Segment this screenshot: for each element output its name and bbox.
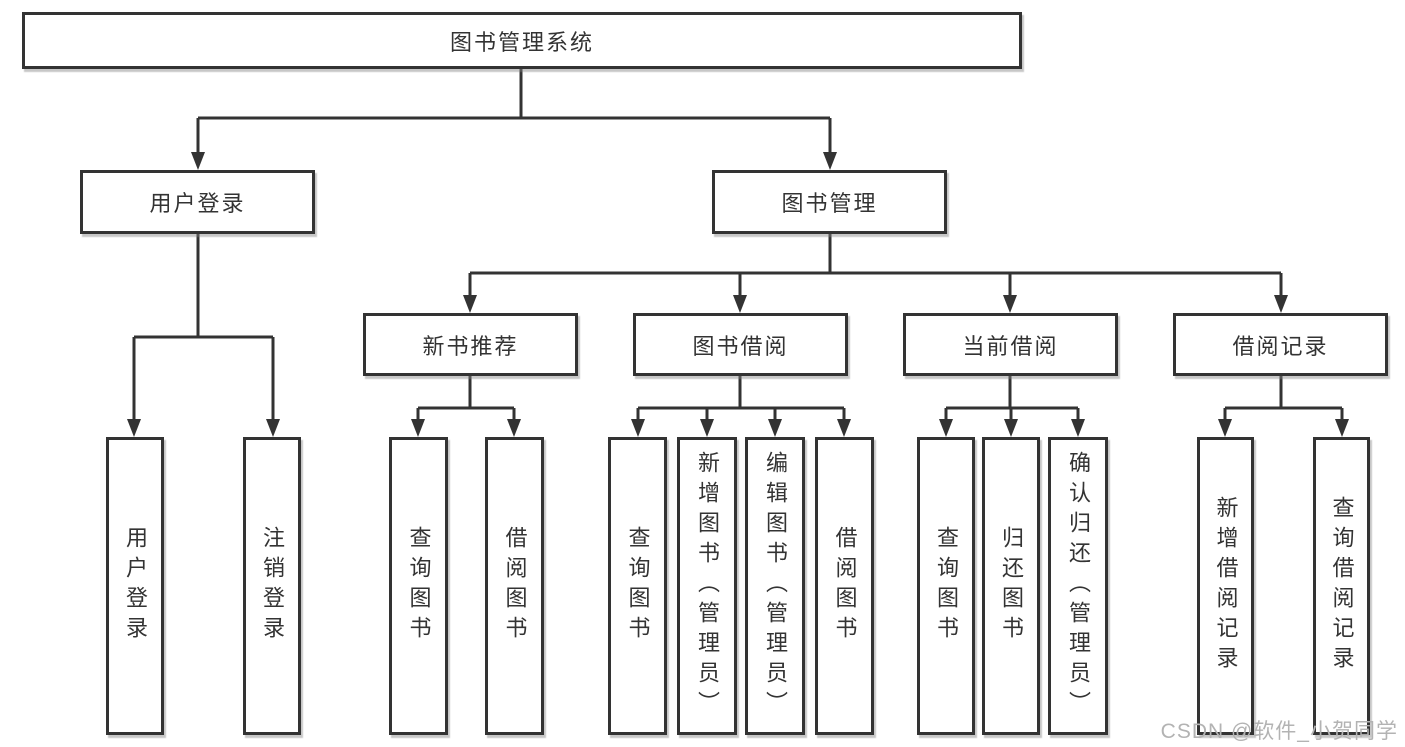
leaf-confirm-return-admin: 确认归还（管理员） (1048, 437, 1108, 735)
arrow-icon (411, 419, 425, 437)
leaf-confirm-return-admin-label: 确认归还（管理员） (1066, 451, 1091, 721)
leaf-query-books-recommend: 查询图书 (389, 437, 448, 735)
arrow-icon (837, 419, 851, 437)
leaf-add-borrow-record: 新增借阅记录 (1197, 437, 1254, 735)
arrow-icon (1003, 295, 1017, 313)
leaf-logout: 注销登录 (243, 437, 301, 735)
node-user-login: 用户登录 (80, 170, 315, 234)
leaf-query-books-borrow-label: 查询图书 (625, 526, 651, 646)
leaf-add-borrow-record-label: 新增借阅记录 (1213, 496, 1239, 676)
arrow-icon (733, 295, 747, 313)
leaf-return-books: 归还图书 (982, 437, 1040, 735)
leaf-borrow-books: 借阅图书 (815, 437, 874, 735)
leaf-borrow-books-label: 借阅图书 (832, 526, 858, 646)
arrow-icon (939, 419, 953, 437)
arrow-icon (1335, 419, 1349, 437)
arrow-icon (631, 419, 645, 437)
node-book-management-label: 图书管理 (781, 191, 878, 216)
leaf-borrow-books-recommend: 借阅图书 (485, 437, 544, 735)
node-borrow-records-label: 借阅记录 (1232, 333, 1329, 359)
node-book-borrow: 图书借阅 (633, 313, 848, 376)
node-borrow-records: 借阅记录 (1173, 313, 1388, 376)
leaf-query-books-borrow: 查询图书 (608, 437, 667, 735)
arrow-icon (463, 295, 477, 313)
arrow-icon (266, 419, 280, 437)
leaf-logout-label: 注销登录 (260, 526, 285, 646)
arrow-icon (507, 419, 521, 437)
leaf-edit-book-admin-label: 编辑图书（管理员） (763, 451, 788, 721)
arrow-icon (127, 419, 141, 437)
node-book-borrow-label: 图书借阅 (692, 333, 789, 359)
node-root: 图书管理系统 (22, 12, 1022, 69)
leaf-add-book-admin-label: 新增图书（管理员） (695, 451, 720, 721)
leaf-query-borrow-record-label: 查询借阅记录 (1329, 496, 1355, 676)
leaf-query-borrow-record: 查询借阅记录 (1313, 437, 1370, 735)
node-current-borrow: 当前借阅 (903, 313, 1118, 376)
leaf-borrow-books-recommend-label: 借阅图书 (502, 526, 528, 646)
leaf-add-book-admin: 新增图书（管理员） (677, 437, 737, 735)
leaf-query-books-current-label: 查询图书 (934, 526, 959, 646)
csdn-watermark: CSDN @软件_小贺同学 (1160, 720, 1398, 743)
arrow-icon (1274, 295, 1288, 313)
leaf-user-login-label: 用户登录 (123, 526, 148, 646)
node-book-management: 图书管理 (712, 170, 947, 234)
arrow-icon (191, 152, 205, 170)
leaf-query-books-recommend-label: 查询图书 (406, 526, 432, 646)
leaf-return-books-label: 归还图书 (999, 526, 1024, 646)
leaf-user-login: 用户登录 (106, 437, 164, 735)
arrow-icon (823, 152, 837, 170)
leaf-edit-book-admin: 编辑图书（管理员） (745, 437, 805, 735)
node-user-login-label: 用户登录 (149, 191, 246, 216)
node-new-book-recommend-label: 新书推荐 (422, 333, 519, 359)
node-new-book-recommend: 新书推荐 (363, 313, 578, 376)
arrow-icon (700, 419, 714, 437)
leaf-query-books-current: 查询图书 (917, 437, 975, 735)
arrow-icon (1071, 419, 1085, 437)
node-current-borrow-label: 当前借阅 (962, 333, 1059, 359)
arrow-icon (768, 419, 782, 437)
arrow-icon (1218, 419, 1232, 437)
arrow-icon (1004, 419, 1018, 437)
node-root-label: 图书管理系统 (449, 29, 594, 55)
